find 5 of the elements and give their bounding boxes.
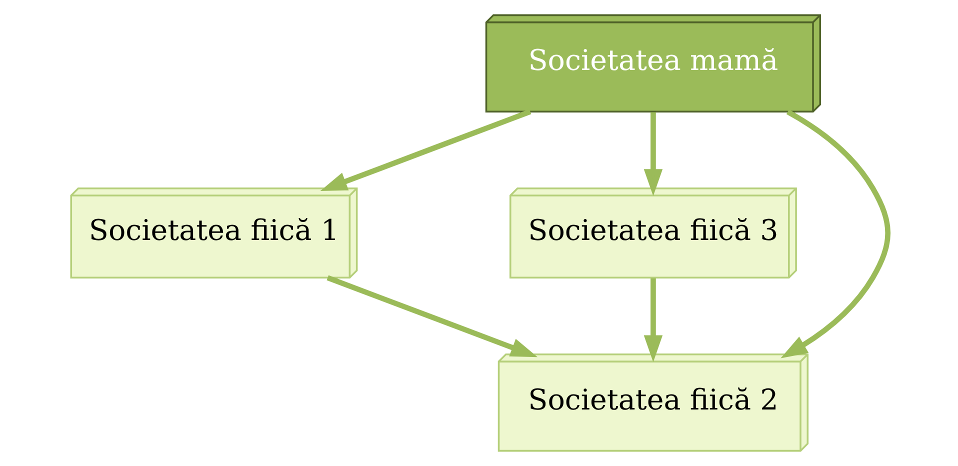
arrow [320, 109, 531, 192]
arrow [780, 109, 890, 358]
arrow [643, 278, 662, 362]
arrow [326, 275, 538, 358]
arrow [643, 112, 662, 196]
